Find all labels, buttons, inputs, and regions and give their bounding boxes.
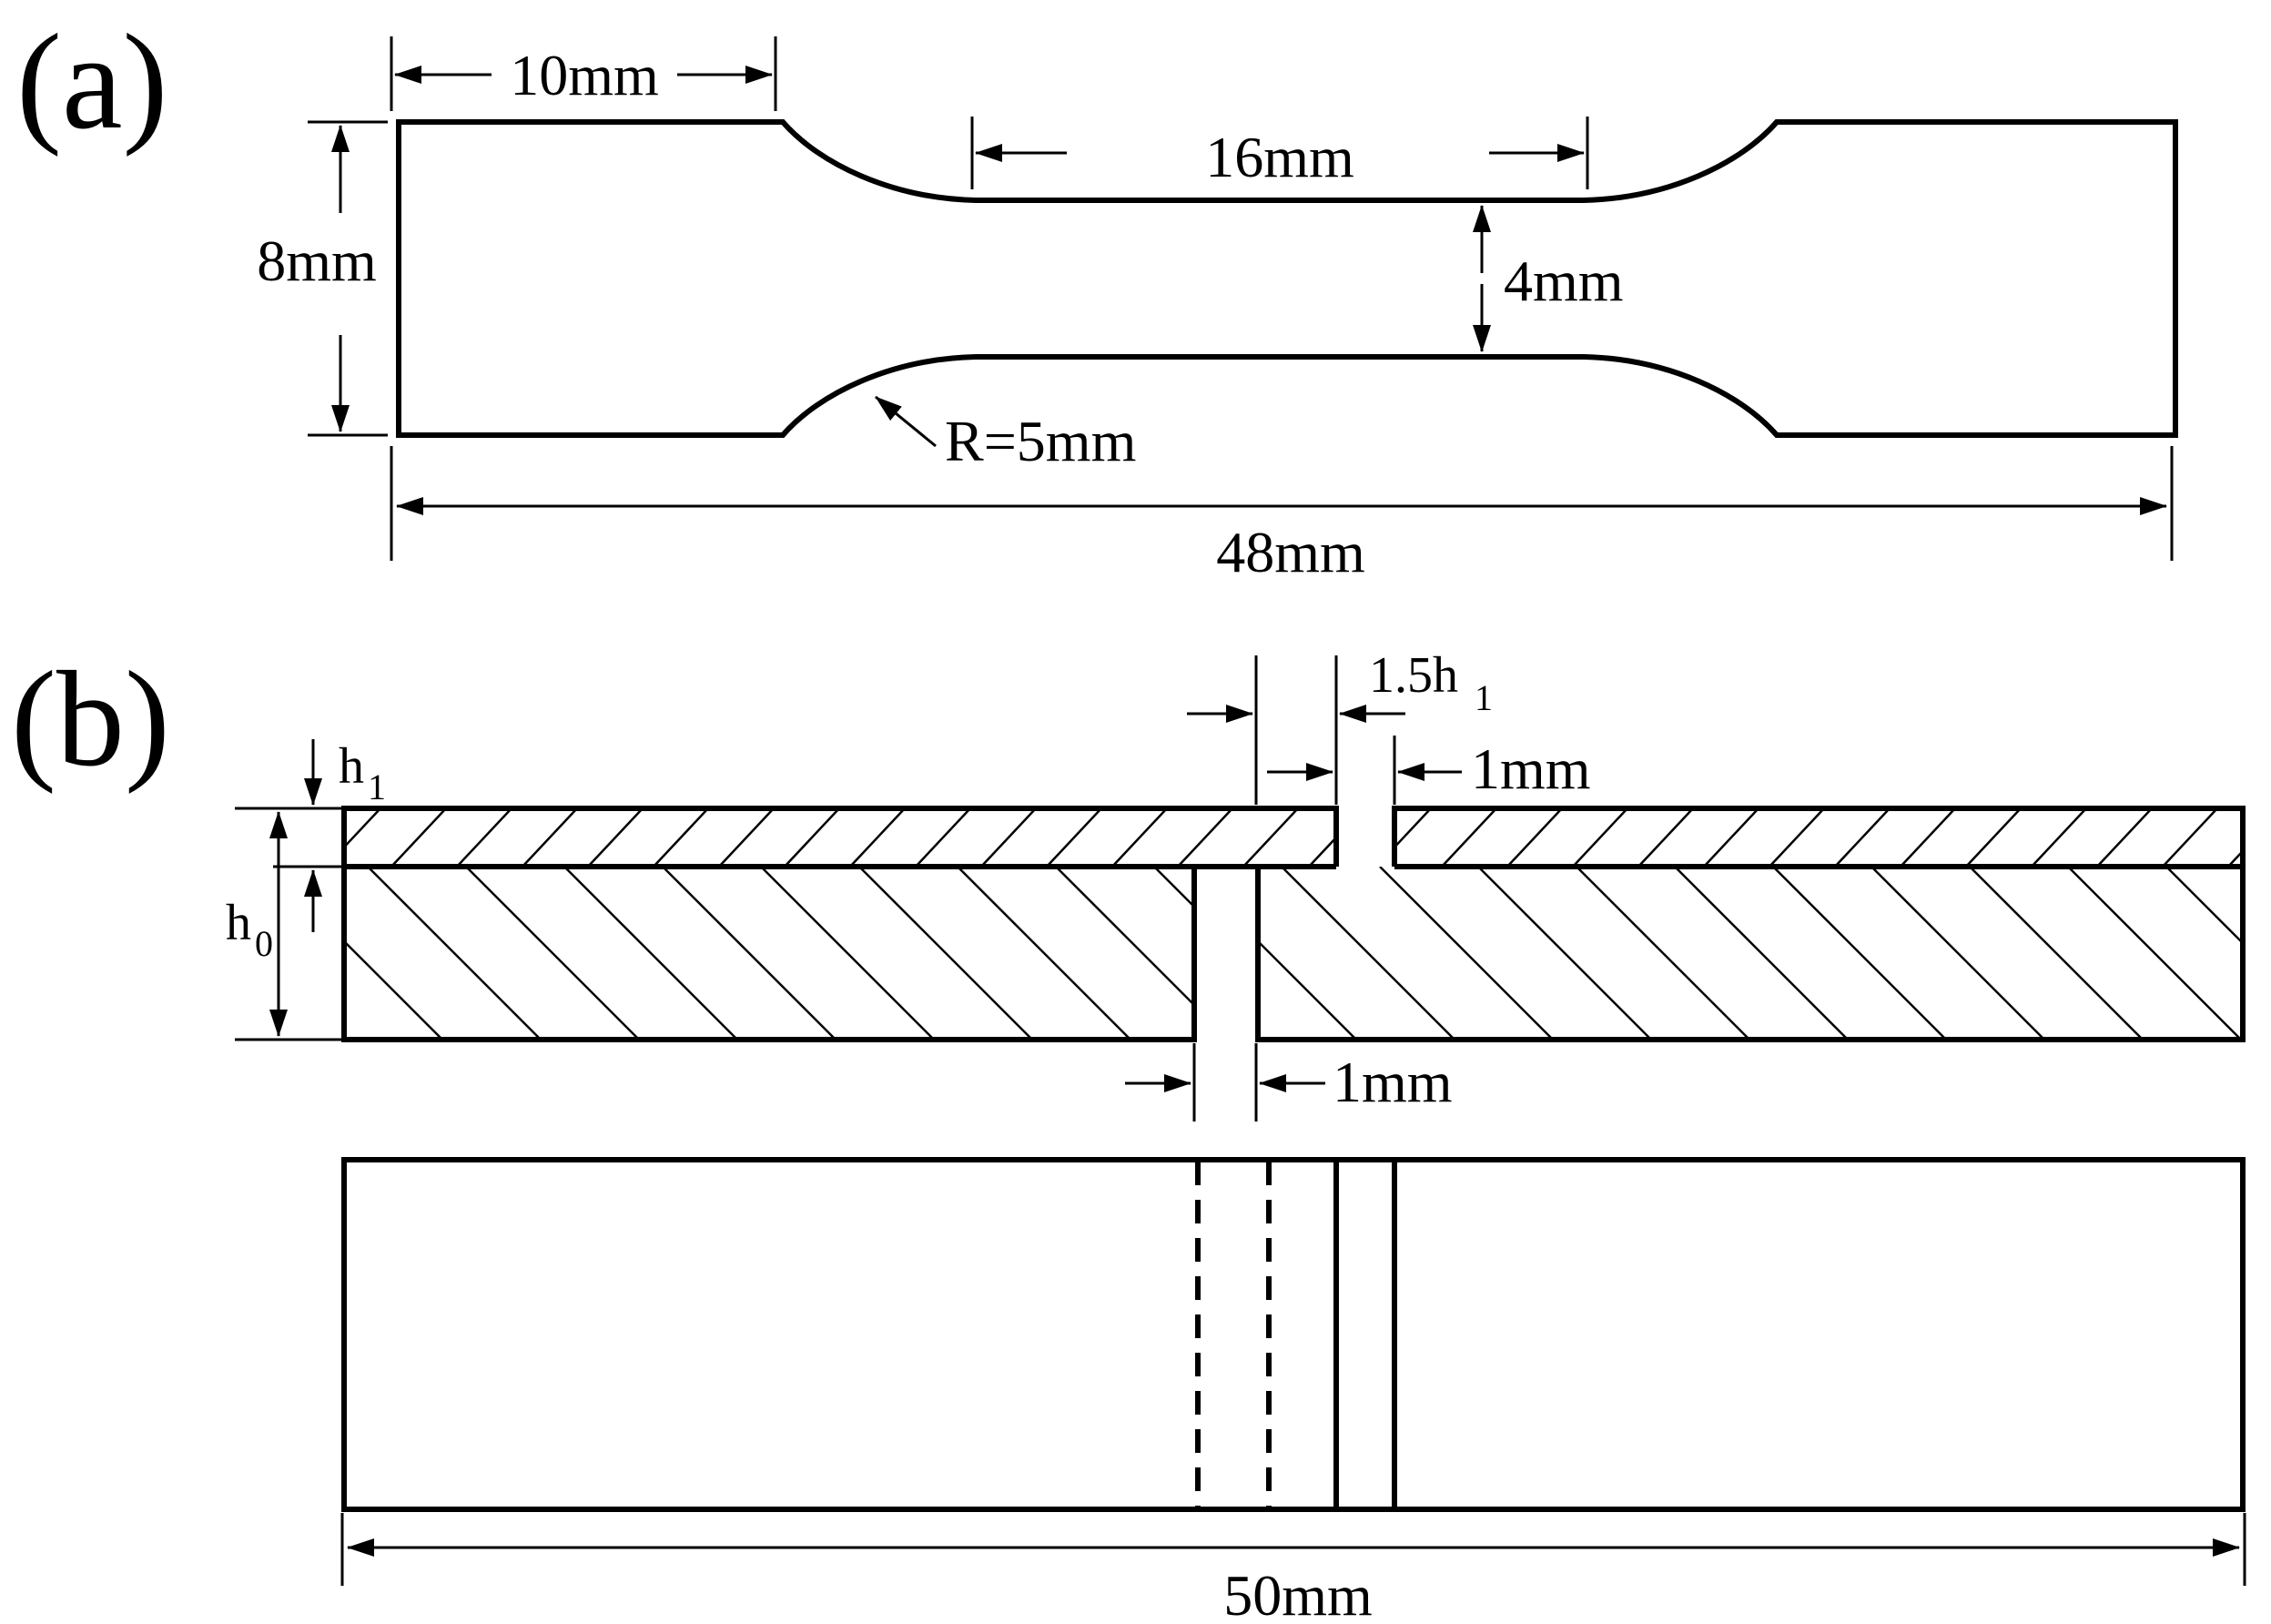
dim-b-total-length: 50mm (340, 1513, 2246, 1624)
hatch-line (2067, 867, 2242, 1040)
hatch-line (1477, 867, 1652, 1040)
hatch-line (1153, 867, 1194, 908)
dim-slot-offset: 1.5h 1 (1187, 647, 1493, 805)
hatch-line (1703, 808, 1759, 867)
hatch-line (587, 808, 644, 867)
hatch-line (1258, 939, 1357, 1040)
dim-top-slot-width: 1mm (1267, 736, 1591, 805)
dim-grip-width: 8mm (257, 120, 388, 437)
hatch-line (1242, 808, 1299, 867)
hatch-line (456, 808, 512, 867)
top-layer-hatch-right (1394, 808, 2243, 867)
cross-section-outline (341, 806, 2246, 1042)
hatch-line (1969, 867, 2144, 1040)
hatch-line (2162, 808, 2218, 867)
hatch-line (849, 808, 906, 867)
offset-label: 1.5h (1369, 647, 1458, 704)
b-total-length-label: 50mm (1223, 1563, 1373, 1624)
offset-subscript: 1 (1475, 677, 1493, 718)
hatch-line (1379, 867, 1554, 1040)
h0-label: h (226, 895, 251, 951)
hatch-line (1506, 808, 1563, 867)
dim-gauge-width: 4mm (1473, 205, 1624, 352)
hatch-line (718, 808, 775, 867)
hatch-line (344, 808, 381, 849)
hatch-line (1055, 867, 1194, 1007)
top-view (341, 1157, 2246, 1512)
hatch-line (1769, 808, 1825, 867)
top-slot-width-label: 1mm (1471, 736, 1591, 801)
hatch-line (2165, 867, 2243, 945)
bottom-layer-hatch-right (1258, 867, 2243, 1040)
dim-gauge-width-label: 4mm (1504, 249, 1624, 313)
panel-a-label: (a) (16, 6, 167, 157)
hatch-line (957, 867, 1131, 1040)
hatch-line (1046, 808, 1102, 867)
hatch-line (1572, 808, 1628, 867)
dim-radius-label: R=5mm (945, 409, 1136, 473)
h0-subscript: 0 (255, 923, 273, 964)
dogbone-outline (396, 119, 2178, 438)
hatch-line (784, 808, 840, 867)
hatch-line (1441, 808, 1497, 867)
dim-shoulder-label: 10mm (510, 43, 659, 107)
hatch-line (1637, 808, 1694, 867)
dim-total-length-label: 48mm (1216, 520, 1365, 584)
hatch-line (1308, 836, 1336, 867)
h1-subscript: 1 (368, 766, 386, 807)
hatch-line (2096, 808, 2153, 867)
hatch-line (1834, 808, 1891, 867)
hatch-line (522, 808, 578, 867)
hatch-line (390, 808, 447, 867)
hatch-line (1111, 808, 1168, 867)
dim-h0: h 0 (226, 811, 342, 1041)
hatch-line (465, 867, 640, 1040)
dim-gauge-length-label: 16mm (1205, 125, 1354, 189)
hatch-line (1576, 867, 1750, 1040)
hatch-line (1900, 808, 1956, 867)
hatch-line (1871, 867, 2045, 1040)
dim-bottom-slot-width: 1mm (1125, 1043, 1453, 1122)
hatch-line (760, 867, 935, 1040)
h1-label: h (339, 738, 364, 795)
hatch-line (1177, 808, 1233, 867)
top-layer-hatch-left (344, 808, 1336, 867)
bottom-slot-width-label: 1mm (1333, 1050, 1453, 1114)
hatch-line (1772, 867, 1947, 1040)
panel-b-label: (b) (11, 644, 170, 795)
hatch-line (1394, 808, 1432, 849)
dim-grip-width-label: 8mm (257, 228, 377, 293)
hatch-line (980, 808, 1037, 867)
hatch-line (2227, 849, 2243, 867)
hatch-line (858, 867, 1033, 1040)
panel-b: (b) h 1 (11, 644, 2246, 1624)
hatch-line (662, 867, 836, 1040)
hatch-line (1258, 1038, 1259, 1040)
hatch-line (344, 939, 443, 1040)
hatch-line (563, 867, 738, 1040)
bottom-layer-hatch-left (344, 867, 1194, 1040)
dim-radius: R=5mm (875, 395, 1136, 473)
dim-gauge-length: 16mm (970, 117, 1589, 189)
hatch-line (915, 808, 971, 867)
hatch-line (367, 867, 542, 1040)
dim-shoulder-length: 10mm (390, 36, 777, 111)
hatch-line (1281, 867, 1455, 1040)
hatch-line (1674, 867, 1849, 1040)
hatch-line (653, 808, 709, 867)
hatch-line (2031, 808, 2087, 867)
dim-total-length: 48mm (390, 446, 2174, 584)
hatch-line (1965, 808, 2022, 867)
dim-h1: h 1 (235, 738, 386, 932)
panel-a: (a) 10mm 16mm 8mm (16, 6, 2178, 584)
